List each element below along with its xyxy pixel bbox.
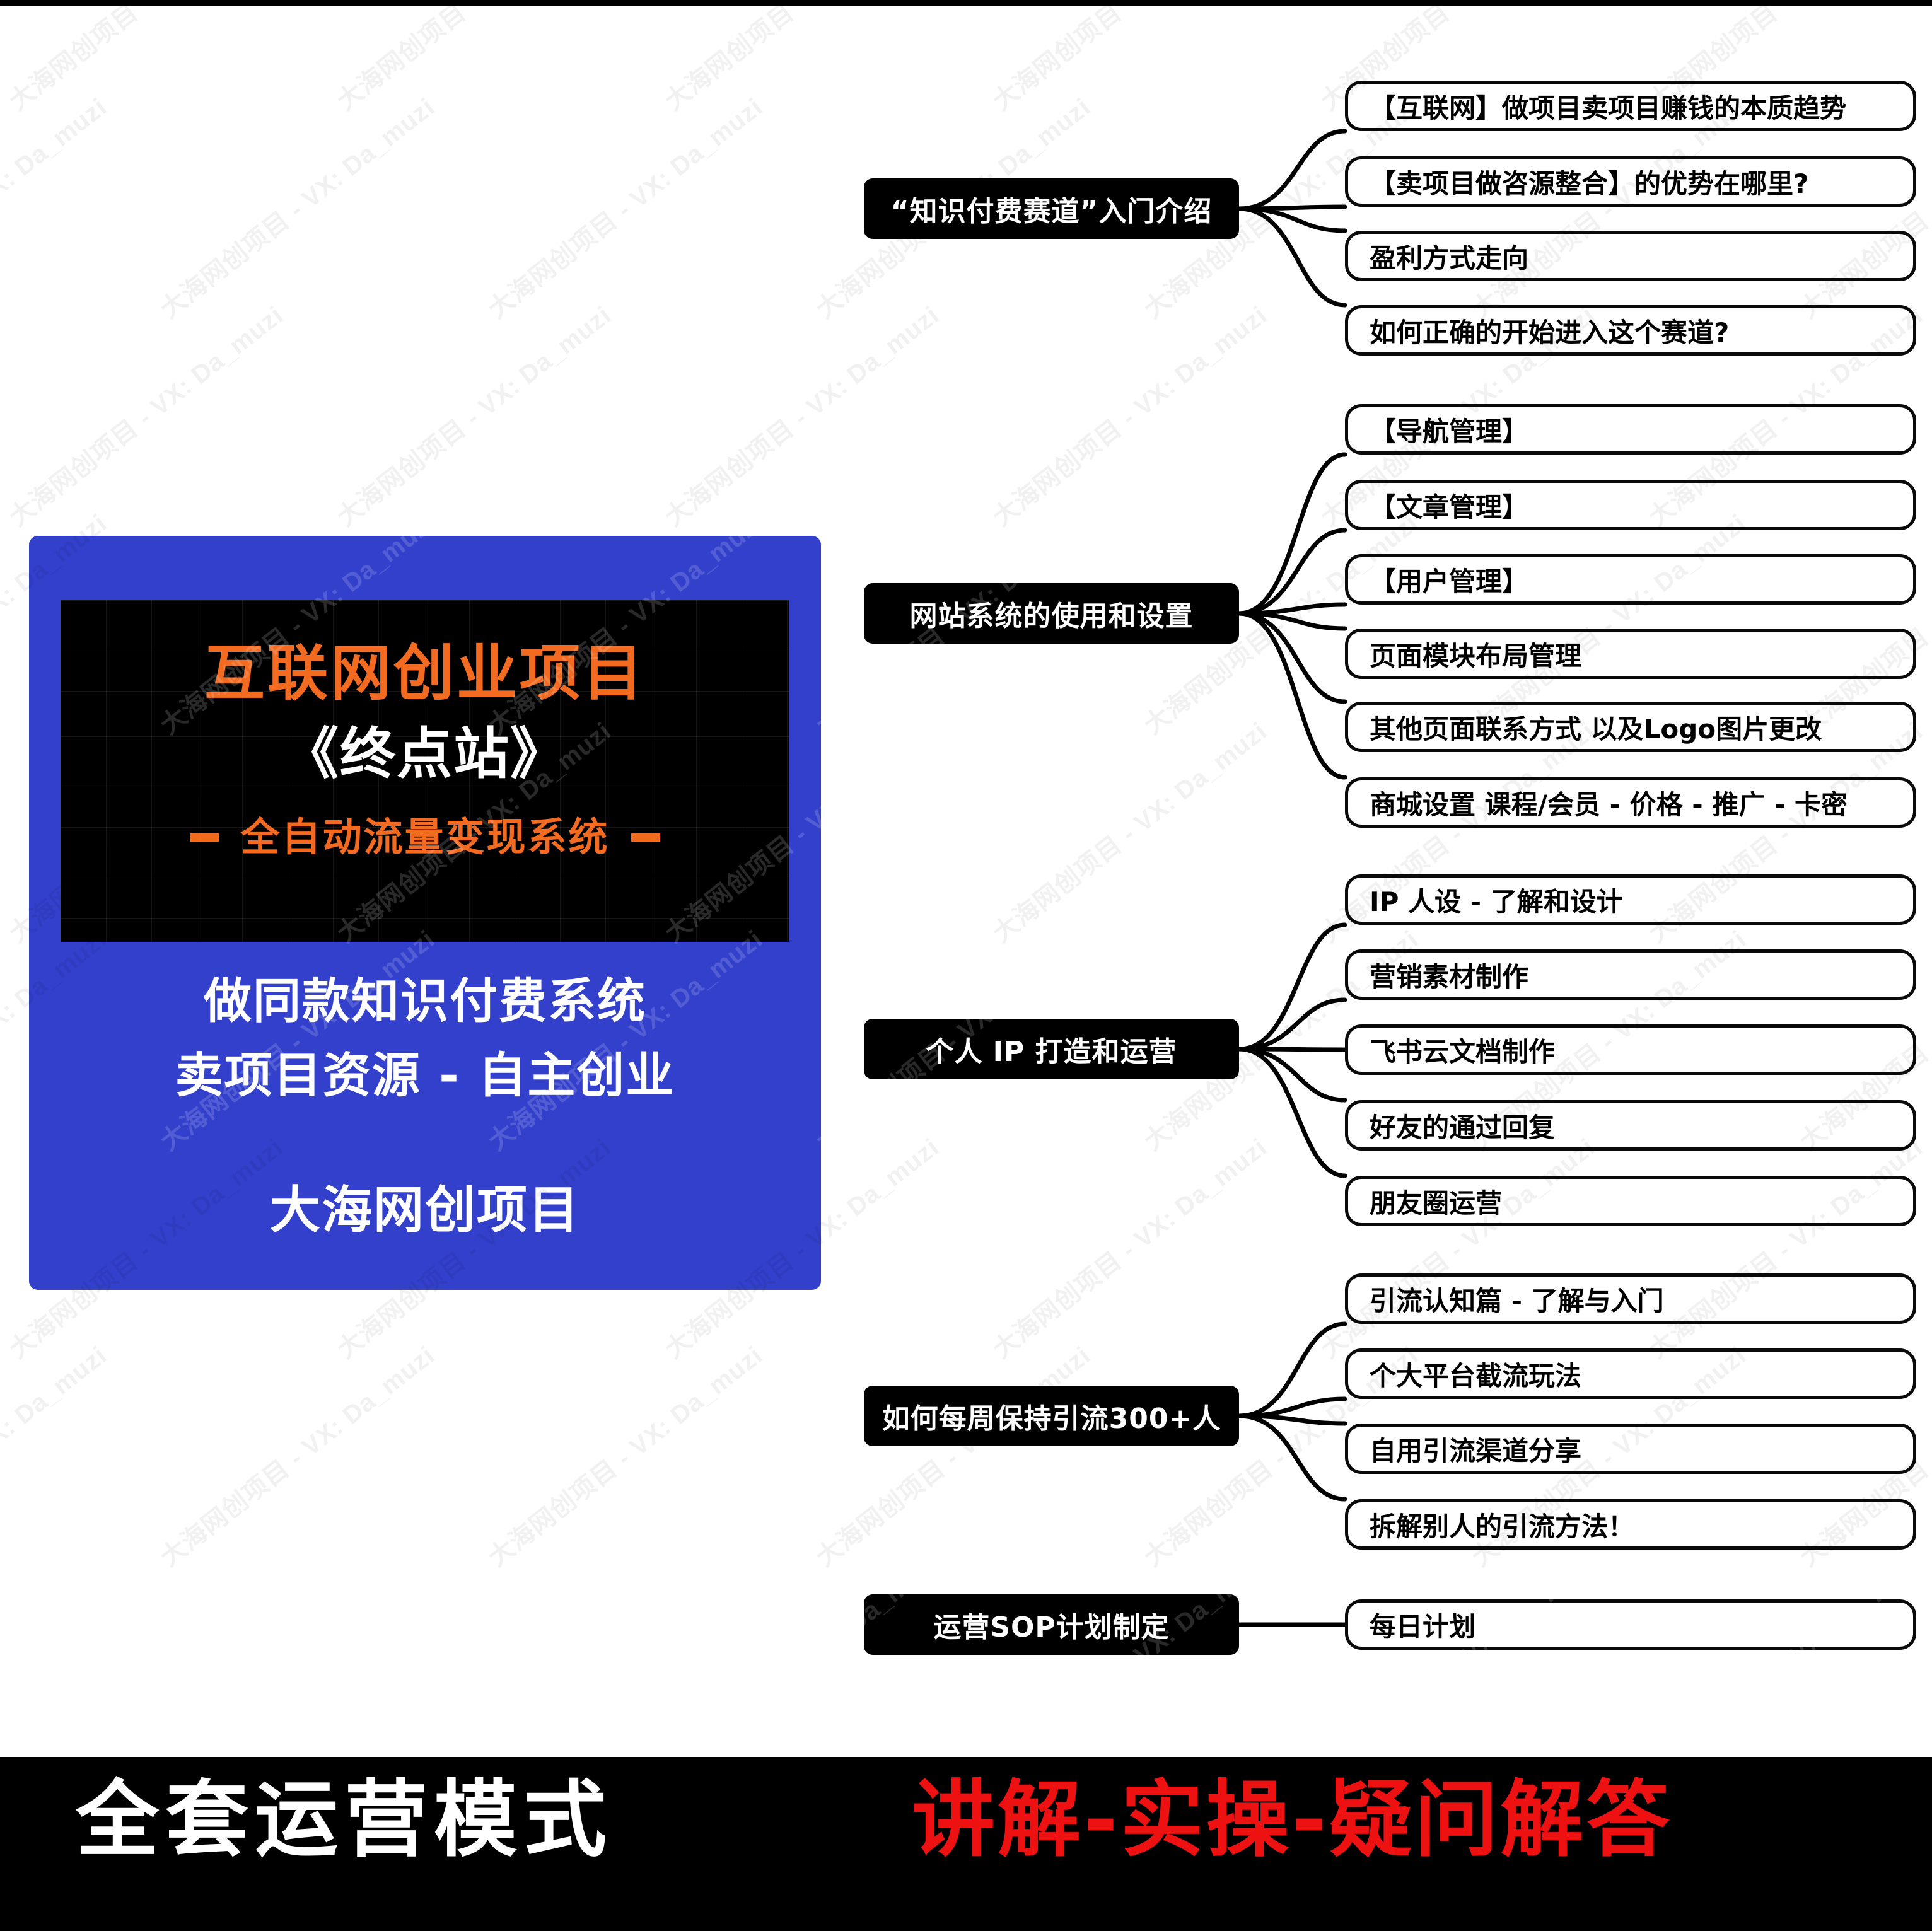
mindmap-edge (1237, 129, 1347, 211)
bottom-banner: 全套运营模式 讲解-实操-疑问解答 (0, 1757, 1932, 1931)
banner-right-text: 讲解-实操-疑问解答 (912, 1772, 1672, 1869)
mindmap-edge (1237, 1321, 1347, 1418)
mindmap-leaf-node[interactable]: 飞书云文档制作 (1345, 1024, 1916, 1075)
mindmap-edge (1237, 204, 1347, 211)
mindmap-leaf-node[interactable]: 朋友圈运营 (1345, 1176, 1916, 1226)
dash-left-icon (190, 833, 219, 842)
mindmap-parent-node[interactable]: “知识付费赛道”入门介绍 (864, 178, 1239, 239)
poster-subtitle-1: 做同款知识付费系统 (204, 973, 646, 1029)
mindmap-leaf-node[interactable]: IP 人设 - 了解和设计 (1345, 874, 1916, 925)
mindmap-parent-node[interactable]: 运营SOP计划制定 (864, 1594, 1239, 1655)
mindmap-edge (1237, 452, 1347, 616)
mindmap-edge (1237, 922, 1347, 1052)
mindmap-parent-node[interactable]: 网站系统的使用和设置 (864, 583, 1239, 644)
mindmap-edge (1237, 528, 1347, 616)
mindmap-leaf-node[interactable]: 如何正确的开始进入这个赛道? (1345, 305, 1916, 356)
mindmap-leaf-node[interactable]: 自用引流渠道分享 (1345, 1424, 1916, 1474)
mindmap-edge (1237, 611, 1347, 704)
poster-tagline-row: 全自动流量变现系统 (61, 818, 789, 857)
mindmap-edge (1237, 1413, 1347, 1426)
mindmap-leaf-node[interactable]: 个大平台截流玩法 (1345, 1348, 1916, 1399)
mindmap-edge (1237, 611, 1347, 631)
poster-title-primary: 互联网创业项目 (204, 638, 646, 709)
mindmap-edge (1237, 206, 1347, 233)
mindmap-edge (1237, 997, 1347, 1052)
mindmap-edge (1237, 1413, 1347, 1502)
top-black-bar (0, 0, 1932, 6)
mindmap-leaf-node[interactable]: 引流认知篇 - 了解与入门 (1345, 1273, 1916, 1324)
mindmap-edge (1237, 206, 1347, 308)
mindmap-leaf-node[interactable]: 好友的通过回复 (1345, 1100, 1916, 1151)
poster-brand: 大海网创项目 (270, 1181, 580, 1239)
mindmap-edge (1237, 1047, 1347, 1178)
mindmap-parent-node[interactable]: 如何每周保持引流300+人 (864, 1386, 1239, 1446)
poster-tagline: 全自动流量变现系统 (240, 814, 610, 860)
mindmap-edge (1237, 1047, 1347, 1052)
course-poster-card: 互联网创业项目 《终点站》 全自动流量变现系统 做同款知识付费系统 卖项目资源 … (29, 536, 821, 1290)
dash-right-icon (631, 833, 660, 842)
mindmap-leaf-node[interactable]: 营销素材制作 (1345, 949, 1916, 1000)
mindmap-leaf-node[interactable]: 每日计划 (1345, 1599, 1916, 1650)
mindmap-leaf-node[interactable]: 页面模块布局管理 (1345, 629, 1916, 679)
mindmap-leaf-node[interactable]: 【文章管理】 (1345, 480, 1916, 530)
mindmap-leaf-node[interactable]: 商城设置 课程/会员 - 价格 - 推广 - 卡密 (1345, 777, 1916, 828)
mindmap-edge (1237, 1396, 1347, 1418)
mindmap-leaf-node[interactable]: 【导航管理】 (1345, 404, 1916, 455)
mindmap-leaf-node[interactable]: 【互联网】做项目卖项目赚钱的本质趋势 (1345, 81, 1916, 131)
mindmap-leaf-node[interactable]: 【用户管理】 (1345, 554, 1916, 605)
mindmap-leaf-node[interactable]: 盈利方式走向 (1345, 231, 1916, 281)
mindmap-parent-node[interactable]: 个人 IP 打造和运营 (864, 1019, 1239, 1079)
banner-left-text: 全套运营模式 (76, 1772, 613, 1869)
poster-title-secondary: 《终点站》 (282, 721, 567, 786)
mindmap-leaf-node[interactable]: 【卖项目做咨源整合】的优势在哪里? (1345, 156, 1916, 207)
mindmap-edge (1237, 1047, 1347, 1103)
mindmap-edge (1237, 611, 1347, 780)
poster-subtitle-2: 卖项目资源 - 自主创业 (175, 1047, 675, 1103)
mindmap-leaf-node[interactable]: 拆解别人的引流方法！ (1345, 1499, 1916, 1550)
mindmap-leaf-node[interactable]: 其他页面联系方式 以及Logo图片更改 (1345, 702, 1916, 752)
mindmap-edge (1237, 602, 1347, 616)
poster-grid-screen: 互联网创业项目 《终点站》 全自动流量变现系统 (61, 600, 789, 942)
